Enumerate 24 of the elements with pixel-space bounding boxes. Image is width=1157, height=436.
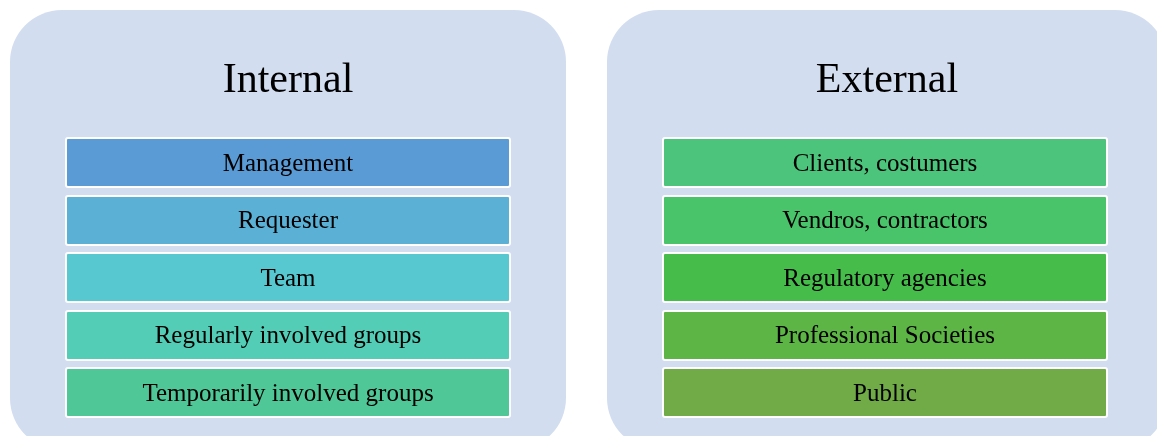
panel-title: Internal: [221, 54, 355, 102]
group-panel: [10, 10, 566, 436]
panel-title: External: [814, 54, 960, 102]
category-bar: [65, 367, 511, 418]
bar-label: Team: [260, 263, 316, 292]
category-bar: [662, 309, 1108, 361]
category-bar: [65, 252, 511, 303]
bar-label: Clients, costumers: [792, 148, 978, 177]
bar-label: Management: [222, 148, 354, 177]
bar-label: Regularly involved groups: [154, 321, 422, 349]
bar-label: Vendros, contractors: [782, 206, 988, 234]
bar-label: Public: [853, 378, 917, 407]
category-bar: [65, 309, 511, 361]
category-bar: [662, 367, 1108, 418]
category-bar: [65, 194, 511, 246]
category-bar: [65, 137, 511, 188]
bar-label: Professional Societies: [774, 321, 996, 349]
bar-label: Regulatory agencies: [783, 263, 987, 292]
category-bar: [662, 252, 1108, 303]
bar-label: Temporarily involved groups: [142, 378, 434, 407]
category-bar: [662, 137, 1108, 188]
bar-label: Requester: [238, 206, 338, 234]
group-panel: [607, 10, 1157, 436]
category-bar: [662, 194, 1108, 246]
